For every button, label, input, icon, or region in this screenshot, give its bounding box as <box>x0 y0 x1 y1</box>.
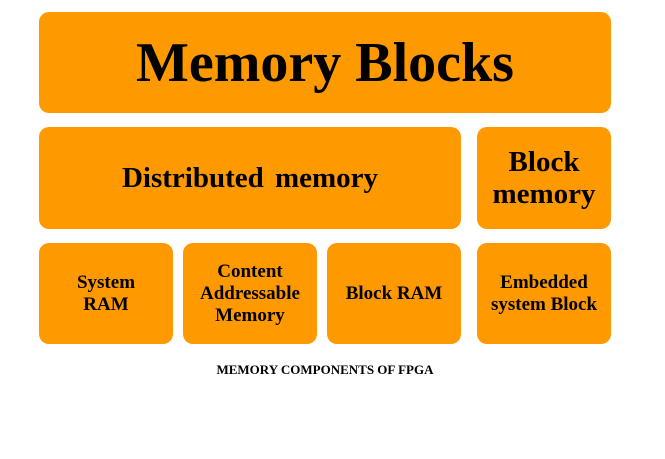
cam-label-line: Addressable <box>200 282 300 304</box>
system-ram-label-line: RAM <box>83 293 129 315</box>
memory-blocks-title: Memory Blocks <box>136 31 514 94</box>
content-addressable-memory-box: Content Addressable Memory <box>183 243 317 344</box>
block-ram-label: Block RAM <box>345 282 443 304</box>
embedded-system-block-box: Embedded system Block <box>477 243 611 344</box>
block-ram-box: Block RAM <box>327 243 461 344</box>
memory-blocks-title-box: Memory Blocks <box>39 12 611 113</box>
block-memory-label-line: memory <box>492 178 596 210</box>
embedded-system-block-label-line: system Block <box>490 293 598 315</box>
system-ram-label-line: System <box>76 271 136 293</box>
cam-label-line: Content <box>217 260 283 282</box>
figure-caption: MEMORY COMPONENTS OF FPGA <box>216 362 434 377</box>
embedded-system-block-label-line: Embedded <box>500 271 588 293</box>
block-memory-label-line: Block <box>508 146 580 178</box>
system-ram-box: System RAM <box>39 243 173 344</box>
distributed-memory-label: Distributed memory <box>121 161 379 194</box>
distributed-memory-box: Distributed memory <box>39 127 461 229</box>
cam-label-line: Memory <box>215 304 285 326</box>
block-memory-box: Block memory <box>477 127 611 229</box>
